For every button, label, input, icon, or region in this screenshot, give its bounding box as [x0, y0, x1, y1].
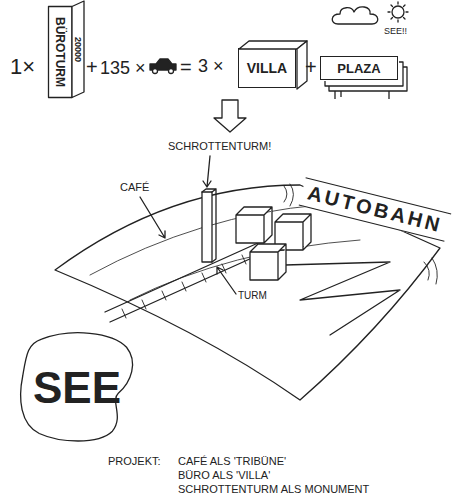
node-label: PLAZA	[337, 61, 380, 76]
car-wheel	[169, 69, 174, 74]
sketch-label: CAFÉ	[120, 181, 149, 194]
sketch-label: 135 ×	[100, 58, 146, 79]
sketch-label: SCHROTTENTURM!	[168, 140, 271, 153]
outline-stroke	[21, 333, 133, 441]
leader-arrow	[203, 156, 211, 187]
car-wheel	[153, 69, 158, 74]
sun	[392, 6, 404, 18]
sketch-label: =	[180, 56, 192, 79]
caption: PROJEKT:	[108, 455, 161, 468]
tower-name: BÜROTURM	[54, 17, 66, 87]
node-label: AUTOBAHN	[305, 182, 445, 238]
terrain-contour	[90, 205, 360, 300]
project-line: CAFÉ ALS 'TRIBÜNE'	[178, 455, 286, 468]
project-line: SCHROTTENTURM ALS MONUMENT	[178, 483, 369, 496]
cloud	[332, 7, 378, 24]
lake-shape: SEE	[18, 330, 136, 445]
sketch-label: 3 ×	[198, 56, 224, 77]
villa-cube	[236, 207, 272, 243]
schrottenturm	[202, 192, 212, 262]
outline-stroke	[239, 41, 307, 49]
sketch-label: +	[305, 56, 317, 79]
sketch-label: SEE!!	[384, 26, 407, 36]
villa-cube	[250, 244, 286, 280]
outline-stroke	[49, 7, 73, 98]
plaza-slab: PLAZA	[320, 56, 398, 80]
leader-arrow	[217, 267, 236, 294]
down-arrow	[214, 100, 246, 132]
outline-stroke	[72, 1, 84, 98]
tower-side	[202, 189, 216, 262]
villa-box: VILLA	[238, 48, 296, 88]
node-label: VILLA	[247, 60, 287, 76]
sun-rays	[388, 2, 408, 22]
tower-number: 20000	[74, 36, 83, 61]
node-label: SEE	[33, 363, 121, 413]
leader-arrow	[140, 197, 165, 238]
office-tower: BÜROTURM 20000	[48, 6, 84, 98]
project-line: BÜRO ALS 'VILLA'	[178, 469, 270, 482]
sketch-label: +	[86, 56, 98, 79]
outline-stroke	[335, 91, 389, 99]
sketch-label: TURM	[238, 290, 267, 302]
rail-ties	[122, 255, 246, 318]
autobahn-band: AUTOBAHN	[299, 177, 452, 241]
railway	[105, 243, 263, 322]
scribble-path	[285, 262, 400, 335]
sketch-label: 1×	[10, 54, 35, 79]
